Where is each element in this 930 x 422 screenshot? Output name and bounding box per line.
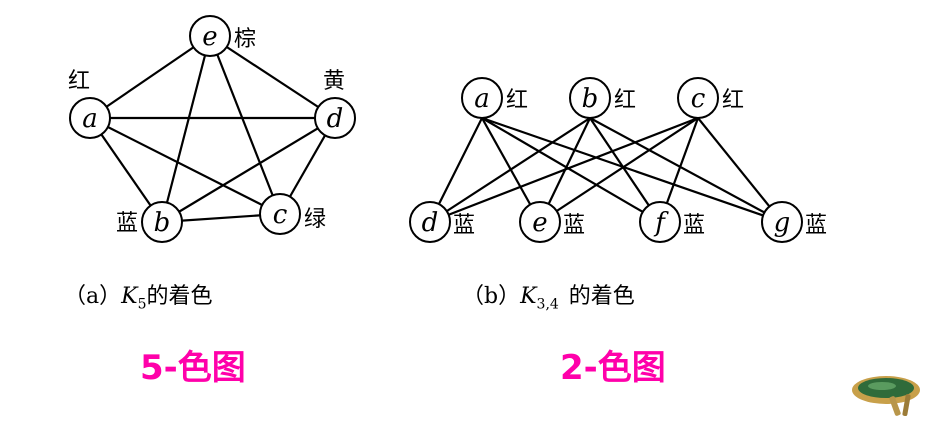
node-e-letter: e — [532, 208, 547, 238]
node-a: a 红 — [68, 69, 111, 139]
node-b: b 红 — [569, 77, 636, 119]
edge-e-c — [208, 35, 282, 215]
node-a: a 红 — [461, 77, 528, 119]
k34-big-label: 2-色图 — [560, 348, 666, 388]
node-a-letter: a — [82, 104, 98, 134]
k34-caption-prefix: （b） — [462, 284, 521, 309]
node-e-color-label: 棕 — [234, 27, 256, 52]
edge-e-d — [209, 35, 336, 119]
node-e-color-label: 蓝 — [563, 213, 585, 238]
edge-b-d — [429, 117, 591, 223]
k34-caption-graph: K — [520, 284, 537, 309]
node-f: f 蓝 — [639, 201, 705, 243]
k34-caption-suffix: 的着色 — [568, 284, 635, 309]
node-c-letter: c — [691, 84, 706, 114]
node-d: d 黄 — [314, 69, 356, 139]
node-c: c 红 — [677, 77, 744, 119]
edge-d-b — [161, 117, 336, 223]
k34-caption-sub: 3,4 — [536, 296, 559, 313]
k5-caption-suffix: 的着色 — [146, 284, 213, 309]
node-b-letter: b — [582, 84, 599, 114]
edge-a-f — [481, 117, 661, 223]
edge-a-g — [481, 116, 783, 224]
node-e: e 棕 — [189, 15, 256, 57]
node-d-letter: d — [422, 208, 439, 238]
k34-graph: a 红 b 红 c 红 d 蓝 e 蓝 f 蓝 g 蓝 — [409, 77, 827, 243]
k34-caption: （b）K3,4 的着色 — [462, 278, 635, 312]
node-c-color-label: 绿 — [304, 207, 326, 232]
node-c-color-label: 红 — [722, 88, 744, 113]
node-c-letter: c — [273, 200, 288, 230]
edge-c-d — [429, 116, 699, 224]
k5-caption-graph: K — [121, 284, 138, 309]
node-d: d 蓝 — [409, 201, 475, 243]
k5-caption-sub: 5 — [137, 296, 147, 313]
edge-e-a — [89, 35, 211, 119]
k5-edges — [89, 35, 336, 224]
node-b-letter: b — [154, 208, 171, 238]
edge-b-g — [589, 117, 783, 223]
node-e: e 蓝 — [519, 201, 585, 243]
node-g: g 蓝 — [761, 201, 827, 243]
edge-a-b — [89, 117, 163, 223]
k5-caption: （a）K5的着色 — [64, 278, 213, 312]
edge-c-e — [539, 117, 699, 223]
edge-a-c — [89, 117, 281, 215]
green-disc-lamp-icon — [852, 376, 920, 417]
node-a-letter: a — [474, 84, 490, 114]
node-d-color-label: 黄 — [323, 69, 345, 94]
k5-big-label: 5-色图 — [140, 348, 246, 388]
k34-edges — [429, 116, 783, 224]
k5-graph: e 棕 a 红 d 黄 b 蓝 c 绿 — [68, 15, 356, 243]
node-b-color-label: 红 — [614, 88, 636, 113]
node-f-color-label: 蓝 — [683, 213, 705, 238]
edge-c-g — [697, 117, 783, 223]
node-g-color-label: 蓝 — [805, 213, 827, 238]
node-b-color-label: 蓝 — [116, 211, 138, 236]
node-c: c 绿 — [259, 193, 326, 235]
k5-caption-prefix: （a） — [64, 284, 122, 309]
node-d-color-label: 蓝 — [453, 213, 475, 238]
node-e-letter: e — [202, 22, 217, 52]
node-d-letter: d — [327, 104, 344, 134]
node-b: b 蓝 — [116, 201, 183, 243]
node-a-color-label: 红 — [506, 88, 528, 113]
node-g-letter: g — [774, 208, 791, 238]
edge-e-b — [160, 35, 212, 223]
node-a-color-label: 红 — [68, 69, 90, 94]
